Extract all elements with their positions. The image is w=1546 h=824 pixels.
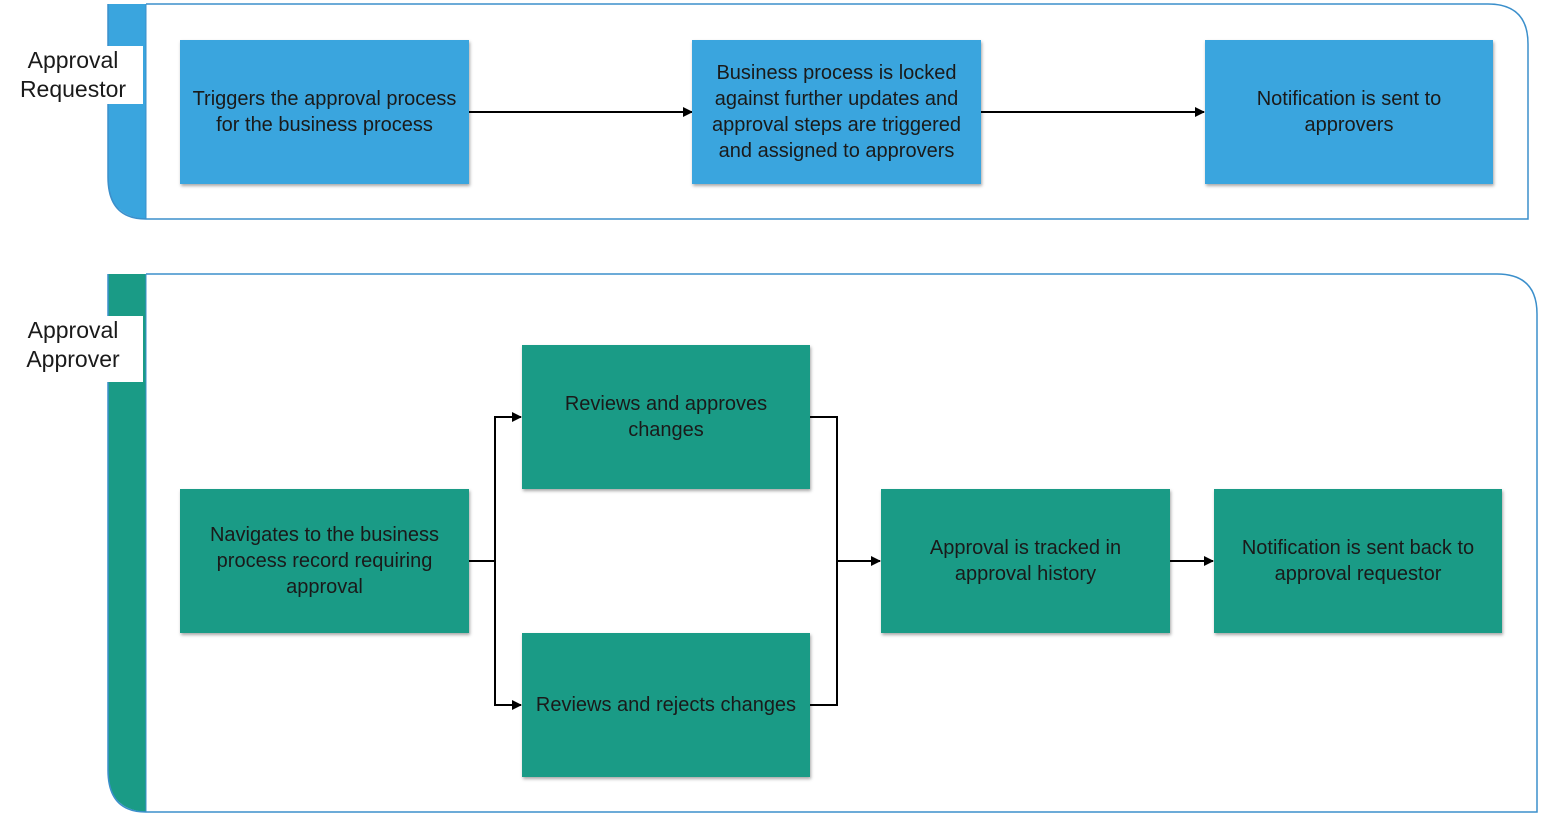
step-process-locked: Business process is locked against furth… [692, 40, 981, 184]
step-trigger-approval-text: Triggers the approval process for the bu… [192, 88, 457, 136]
step-process-locked-text: Business process is locked against furth… [711, 62, 962, 162]
arrow-approve-to-merge [810, 416, 838, 561]
lane-requestor-label-line2: Requestor [19, 76, 127, 102]
step-review-reject: Reviews and rejects changes [522, 633, 810, 777]
step-notify-approvers: Notification is sent to approvers [1205, 40, 1493, 184]
step-review-approve-text: Reviews and approves changes [564, 393, 768, 441]
lane-approver-frame [107, 273, 1538, 813]
step-navigate-record: Navigates to the business process record… [180, 489, 469, 633]
arrow-reject-to-merge [810, 561, 838, 706]
step-notify-requestor: Notification is sent back to approval re… [1214, 489, 1502, 633]
lane-approver-label: Approval Approver [3, 316, 143, 382]
lane-requestor-frame [107, 3, 1529, 220]
lane-requestor-band [108, 4, 150, 219]
step-navigate-record-text: Navigates to the business process record… [209, 524, 440, 598]
lane-approver-band [108, 274, 150, 812]
step-notify-approvers-text: Notification is sent to approvers [1256, 88, 1442, 136]
lane-approver [107, 273, 1538, 813]
lane-requestor-label-line1: Approval [27, 47, 119, 73]
lane-approver-label-line1: Approval [27, 317, 119, 343]
step-review-reject-text: Reviews and rejects changes [535, 694, 797, 716]
step-approval-tracked-text: Approval is tracked in approval history [929, 537, 1122, 585]
step-review-approve: Reviews and approves changes [522, 345, 810, 489]
step-approval-tracked: Approval is tracked in approval history [881, 489, 1170, 633]
step-notify-requestor-text: Notification is sent back to approval re… [1241, 537, 1475, 585]
approver-connectors [469, 412, 1214, 710]
arrow-branch-to-approve [494, 412, 522, 561]
arrow-branch-to-reject [494, 561, 522, 710]
lane-requestor-label: Approval Requestor [3, 46, 143, 104]
step-trigger-approval: Triggers the approval process for the bu… [180, 40, 469, 184]
lane-approver-label-line2: Approver [26, 346, 120, 372]
